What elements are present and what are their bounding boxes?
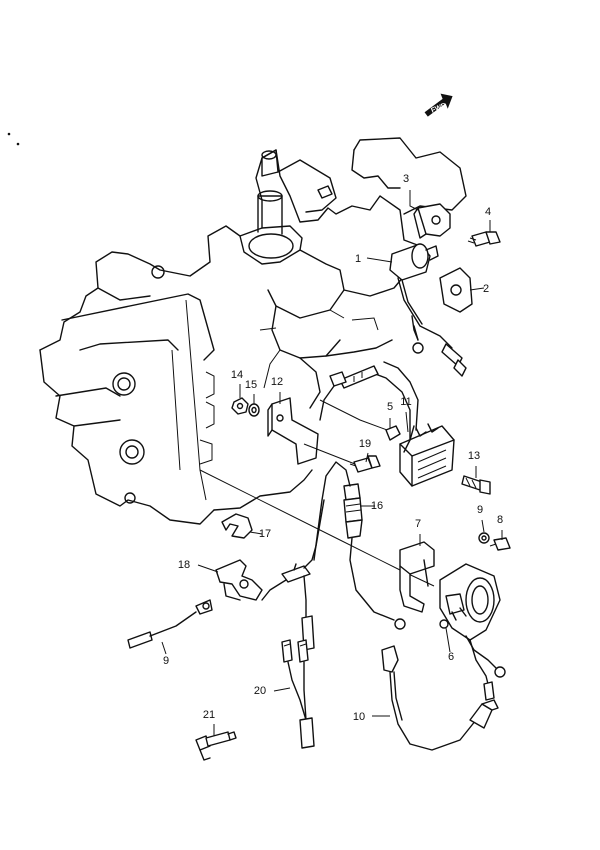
part-8-screw xyxy=(489,537,511,551)
part-19-bolt xyxy=(349,455,381,473)
callout-14: 14 xyxy=(231,369,243,381)
callout-10: 10 xyxy=(353,711,365,723)
part-13-bolt xyxy=(461,475,491,495)
callout-16: 16 xyxy=(371,500,383,512)
part-17-clamp xyxy=(221,513,253,539)
callout-1: 1 xyxy=(355,253,361,265)
callout-4: 4 xyxy=(485,206,491,218)
callout-6: 6 xyxy=(448,651,454,663)
part-6-starter-solenoid xyxy=(439,563,506,701)
part-2-clip xyxy=(439,267,473,313)
part-10-spark-plug-cord xyxy=(381,645,499,751)
callout-21: 21 xyxy=(203,709,215,721)
leader-lines xyxy=(161,190,503,736)
part-20-lead-wire xyxy=(281,639,315,749)
fwd-label: FWD xyxy=(430,102,447,114)
scan-marks xyxy=(7,132,20,146)
callout-20: 20 xyxy=(254,685,266,697)
engine-block-outline xyxy=(39,137,467,587)
part-16-sensor xyxy=(313,461,406,630)
callout-8: 8 xyxy=(497,514,503,526)
part-15-washer xyxy=(248,403,260,417)
part-5-grommet xyxy=(385,425,401,441)
part-4-bolt xyxy=(467,231,501,247)
callout-18: 18 xyxy=(178,559,190,571)
callout-3: 3 xyxy=(403,173,409,185)
part-12-bracket xyxy=(267,397,361,467)
callout-9: 9 xyxy=(477,504,483,516)
callout-5: 5 xyxy=(387,401,393,413)
forward-direction-marker: FWD xyxy=(424,93,453,117)
callout-2: 2 xyxy=(483,283,489,295)
part-21-terminal xyxy=(195,731,237,761)
wire-harness-upper xyxy=(319,361,419,441)
callout-13: 13 xyxy=(468,450,480,462)
callout-9: 9 xyxy=(163,655,169,667)
part-7-bracket xyxy=(399,541,435,613)
part-9-lead-wire xyxy=(127,599,213,649)
part-18-clamp xyxy=(215,559,263,601)
callout-17: 17 xyxy=(259,528,271,540)
part-3-bracket xyxy=(413,203,451,239)
callout-19: 19 xyxy=(359,438,371,450)
part-14-nut xyxy=(231,397,249,415)
part-1-pulser-coil xyxy=(389,243,467,377)
part-11-rectifier xyxy=(399,423,455,487)
callout-7: 7 xyxy=(415,518,421,530)
callout-15: 15 xyxy=(245,379,257,391)
callout-11: 11 xyxy=(400,396,411,408)
callout-12: 12 xyxy=(271,376,283,388)
wire-harness-middle xyxy=(261,499,325,651)
part-9-washer xyxy=(478,532,490,544)
